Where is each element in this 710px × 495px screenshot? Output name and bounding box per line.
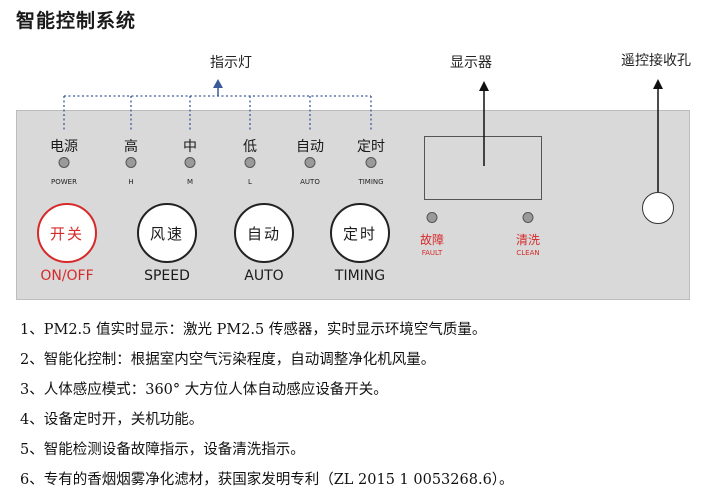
indicator-power-label: 电源 <box>50 139 78 155</box>
indicator-high-sub: H <box>128 178 134 186</box>
feature-item-4: 4、设备定时开，关机功能。 <box>20 412 204 428</box>
power-button[interactable]: 开关 <box>37 203 97 263</box>
fault-label: 故障 <box>419 233 444 247</box>
feature-item-2: 2、智能化控制：根据室内空气污染程度，自动调整净化机风量。 <box>20 352 436 368</box>
power-button-label: 开关 <box>49 224 84 243</box>
clean-sub: CLEAN <box>516 249 540 257</box>
feature-item-1: 1、PM2.5 值实时显示：激光 PM2.5 传感器，实时显示环境空气质量。 <box>20 322 487 338</box>
power-led-icon <box>58 157 70 168</box>
speed-button-sub: SPEED <box>144 268 190 284</box>
receiver-callout: 遥控接收孔 <box>621 53 691 69</box>
high-led-icon <box>125 157 137 168</box>
fault-sub: FAULT <box>421 249 443 257</box>
speed-button[interactable]: 风速 <box>137 203 197 263</box>
indicator-timing-sub: TIMING <box>358 178 384 186</box>
indicator-mid-sub: M <box>186 178 194 186</box>
mid-led-icon <box>184 157 196 168</box>
indicator-low-sub: L <box>248 178 252 186</box>
indicator-auto-label: 自动 <box>296 139 324 155</box>
indicator-auto-sub: AUTO <box>300 178 320 186</box>
indicator-high-label: 高 <box>124 139 138 155</box>
timing-button-label: 定时 <box>342 224 377 243</box>
display-callout: 显示器 <box>450 55 492 71</box>
indicator-arrow-icon <box>213 79 223 96</box>
feature-item-5: 5、智能检测设备故障指示，设备清洗指示。 <box>20 442 305 458</box>
timing-led-icon <box>365 157 377 168</box>
auto-led-icon <box>304 157 316 168</box>
feature-item-6: 6、专有的香烟烟雾净化滤材，获国家发明专利（ZL 2015 1 0053268.… <box>20 472 514 488</box>
indicator-mid-label: 中 <box>183 139 197 155</box>
indicator-power-sub: POWER <box>51 178 77 186</box>
low-led-icon <box>244 157 256 168</box>
indicator-low-label: 低 <box>243 139 257 155</box>
pm25-display <box>424 136 542 200</box>
auto-button[interactable]: 自动 <box>234 203 294 263</box>
remote-receiver-icon <box>642 192 674 224</box>
power-button-sub: ON/OFF <box>40 268 94 284</box>
clean-led-icon <box>522 212 534 223</box>
indicator-callout: 指示灯 <box>210 55 252 71</box>
indicator-timing-label: 定时 <box>357 139 385 155</box>
clean-label: 清洗 <box>515 233 540 247</box>
auto-button-label: 自动 <box>246 224 281 243</box>
speed-button-label: 风速 <box>149 224 184 243</box>
fault-led-icon <box>426 212 438 223</box>
timing-button-sub: TIMING <box>334 268 386 284</box>
feature-item-3: 3、人体感应模式：360° 大方位人体自动感应设备开关。 <box>20 382 388 398</box>
timing-button[interactable]: 定时 <box>330 203 390 263</box>
auto-button-sub: AUTO <box>244 268 284 284</box>
page-title: 智能控制系统 <box>16 10 137 32</box>
